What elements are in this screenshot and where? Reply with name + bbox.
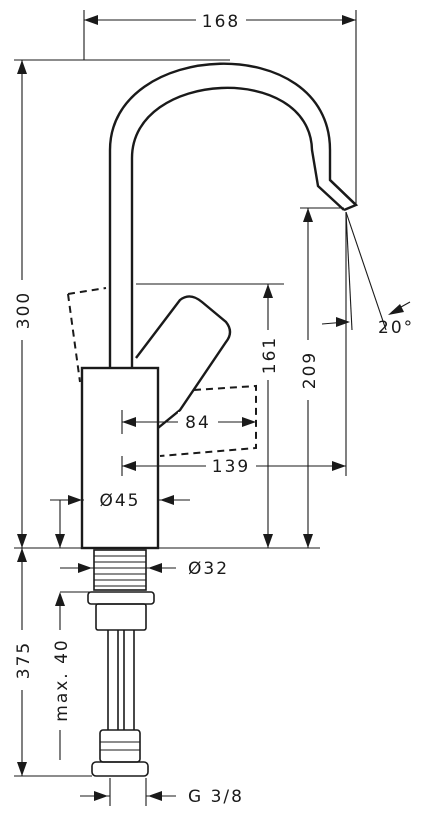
lever-handle xyxy=(135,295,232,429)
spout-tip xyxy=(329,179,359,212)
dim-375-label: 375 xyxy=(14,641,34,679)
spout-outer xyxy=(108,62,357,368)
mounting-plate xyxy=(95,603,147,631)
hose-connector xyxy=(99,729,141,763)
dim-300-label: 300 xyxy=(14,291,34,329)
mounting-fitting xyxy=(87,549,155,777)
dim-139-label: 139 xyxy=(212,457,250,477)
dim-d45-label: Ø45 xyxy=(99,491,140,511)
dim-max40-label: max. 40 xyxy=(52,638,72,721)
dim-g38-label: G 3/8 xyxy=(188,787,244,807)
thread-shank xyxy=(93,549,147,591)
mounting-nut xyxy=(87,591,155,605)
spout-inner xyxy=(130,86,345,368)
lever-dashed-left-top xyxy=(67,287,107,295)
faucet-base xyxy=(80,366,160,550)
dim-84-label: 84 xyxy=(185,413,211,433)
dim-168-label: 168 xyxy=(202,12,240,32)
dim-d32-label: Ø32 xyxy=(188,559,229,579)
dimension-labels: 168 300 375 max. 40 209 161 20° 84 139 Ø… xyxy=(12,10,414,807)
dimension-lines xyxy=(14,10,411,806)
dim-20deg-label: 20° xyxy=(378,318,414,338)
lever-dashed-left-side xyxy=(67,293,81,383)
lever-dashed-right xyxy=(159,384,257,457)
hose-nut xyxy=(91,761,149,777)
dim-161-label: 161 xyxy=(260,336,280,374)
dim-209-label: 209 xyxy=(300,351,320,389)
